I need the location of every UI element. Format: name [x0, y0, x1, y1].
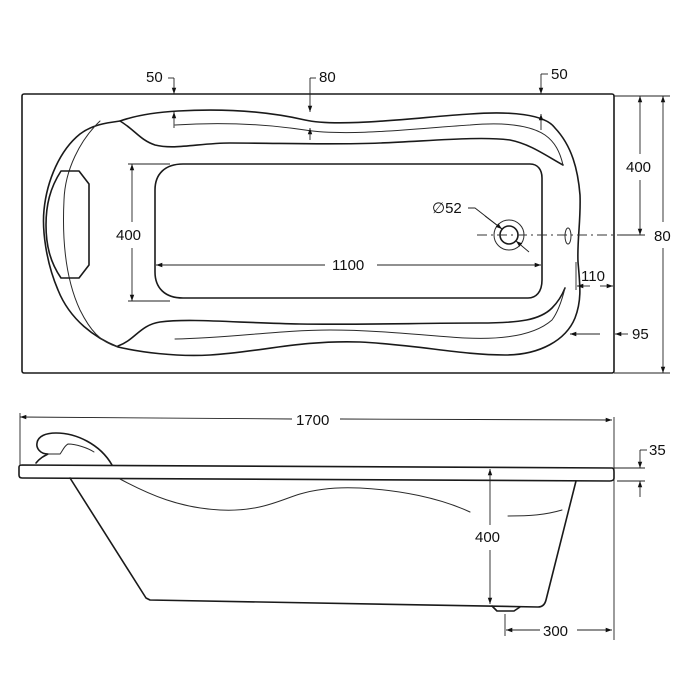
side-wave-line: [119, 478, 471, 513]
side-tub-body: [69, 477, 577, 608]
dim-overall-width: 80: [654, 228, 671, 245]
rim-bottom-thin: [174, 287, 566, 340]
rim-outer-contour: [42, 109, 581, 357]
side-foot: [491, 605, 521, 612]
top-view: 50 80 50 400 1100 ∅52 400: [21, 66, 671, 374]
dim-foot-offset: 300: [543, 623, 568, 640]
rim-inner-contour: [63, 120, 119, 348]
dim-rim-right: 50: [551, 66, 568, 83]
headrest-pad: [45, 170, 90, 279]
dim-depth: 400: [475, 529, 500, 546]
dim-overflow-offset: 110: [581, 268, 605, 285]
dim-rim-thickness: 35: [649, 442, 666, 459]
rim-top-thin: [174, 123, 564, 166]
dim-half-width: 400: [626, 159, 651, 176]
dim-edge-offset: 95: [632, 326, 649, 343]
deck-outline: [21, 93, 615, 374]
side-headrest-inner: [47, 443, 95, 455]
dim-rim-middle: 80: [319, 69, 336, 86]
overflow-hole: [564, 227, 572, 245]
dim-overall-length: 1700: [296, 412, 329, 429]
inner-basin: [154, 163, 543, 299]
side-deck: [18, 464, 615, 482]
side-view: 1700 400 35 300: [18, 412, 666, 640]
dim-inner-length: 1100: [332, 257, 364, 274]
dim-rim-left: 50: [146, 69, 163, 86]
side-headrest: [35, 432, 113, 466]
rim-bottom-sweep: [117, 287, 566, 347]
rim-top-sweep: [119, 120, 564, 166]
dim-drain-diameter: ∅52: [432, 200, 462, 217]
dim-inner-width: 400: [116, 227, 141, 244]
side-wave-line-2: [507, 509, 563, 517]
